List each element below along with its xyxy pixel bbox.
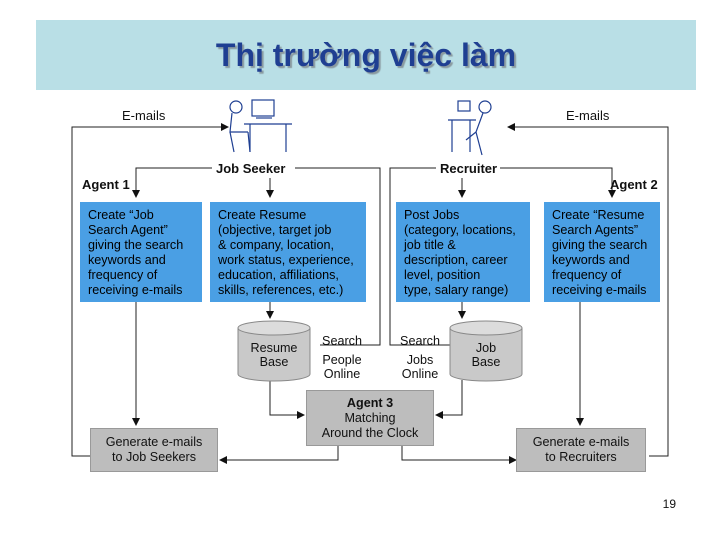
create-resume-box: Create Resume(objective, target job & co… — [210, 202, 366, 302]
job-seeker-label: Job Seeker — [216, 161, 286, 176]
generate-emails-recruiters-box: Generate e-mails to Recruiters — [516, 428, 646, 472]
agent1-label: Agent 1 — [82, 177, 130, 192]
page-number: 19 — [662, 497, 676, 511]
agent3-matching-box: Agent 3 Matching Around the Clock — [306, 390, 434, 446]
emails-left-label: E-mails — [122, 108, 166, 123]
generate-emails-job-seekers-box: Generate e-mails to Job Seekers — [90, 428, 218, 472]
recruiter-label: Recruiter — [440, 161, 498, 176]
title-bar: Thị trường việc làm — [36, 20, 696, 90]
recruiter-figure — [448, 100, 492, 156]
resume-base-cylinder — [237, 320, 311, 382]
job-base-cylinder — [449, 320, 523, 382]
search-people-label: Search People Online — [322, 334, 362, 381]
job-seeker-figure — [229, 99, 292, 153]
post-jobs-box: Post Jobs(category, locations, job title… — [396, 202, 530, 302]
search-jobs-label: Search Jobs Online — [400, 334, 440, 381]
agent2-label: Agent 2 — [610, 177, 658, 192]
slide-title: Thị trường việc làm — [215, 37, 517, 73]
emails-right-label: E-mails — [566, 108, 610, 123]
